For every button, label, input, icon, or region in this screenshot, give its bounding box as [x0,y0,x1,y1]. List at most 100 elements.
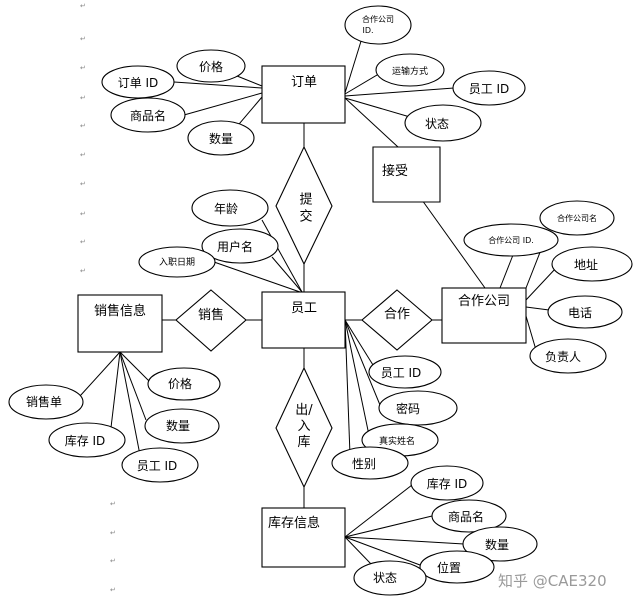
attr-sales-empid-label: 员工 ID [137,459,178,473]
edge-sales-invid [109,351,121,437]
relation-submit-label: 提交 [297,191,313,226]
attr-inventory-location: 位置 [419,550,495,584]
attr-sales-qty-label: 数量 [166,418,190,433]
attr-partner-id: 合作公司 ID. [463,223,559,257]
paragraph-mark: ↵ [110,529,116,537]
attr-employee-hiredate: 入职日期 [138,246,216,278]
watermark: 知乎 @CAE320 [498,572,607,590]
edge-accept-partner [421,199,486,289]
paragraph-mark: ↵ [110,586,116,594]
edge-order-product [183,92,263,116]
attr-inventory-location-label: 位置 [437,560,461,575]
edge-employee-realname [344,319,371,441]
paragraph-mark: ↵ [80,210,86,218]
attr-inventory-qty: 数量 [462,526,538,562]
paragraph-marks: ↵ ↵ ↵ ↵ ↵ ↵ ↵ ↵ ↵ ↵ ↵ ↵ ↵ ↵ [80,2,116,594]
paragraph-mark: ↵ [80,180,86,188]
relation-accept: 接受 [372,146,441,203]
attr-employee-age: 年龄 [191,189,269,227]
attr-partner-manager-label: 负责人 [545,350,581,364]
attr-sales-slip: 销售单 [8,384,84,420]
edge-order-partnerid [344,37,363,94]
relation-sell: 销售 [175,289,247,352]
entity-inventory-label: 库存信息 [268,515,320,531]
attr-inventory-qty-label: 数量 [485,537,509,552]
edge-partner-manager [525,315,537,351]
edge-employee-age [261,219,303,293]
attr-inventory-status: 状态 [353,560,427,596]
attr-employee-age-label: 年龄 [214,202,238,216]
relation-sell-label: 销售 [198,307,224,323]
paragraph-mark: ↵ [80,94,86,102]
edge-employee-username [271,256,303,293]
edge-order-orderid [173,81,263,89]
edge-order-accept [344,97,399,148]
relation-cooperate: 合作 [361,289,433,351]
attr-inventory-invid-label: 库存 ID [427,476,468,491]
attr-inventory-invid: 库存 ID [410,465,484,501]
attr-order-orderid-label: 订单 ID [118,76,159,90]
edge-employee-gender [344,319,351,456]
entity-inventory: 库存信息 [261,507,346,568]
relation-in-out-label-2: 入 [297,419,310,434]
edge-sales-slip [79,351,121,397]
paragraph-mark: ↵ [80,122,86,130]
attr-order-qty-label: 数量 [209,131,233,146]
edge-sales-qty [119,351,147,421]
paragraph-mark: ↵ [80,238,86,246]
relation-in-out-label-1: 出/ [295,403,313,418]
edge-sales-empid [119,351,141,456]
attr-sales-invid: 库存 ID [48,422,126,458]
attr-partner-id-label: 合作公司 ID. [488,235,534,245]
paragraph-mark: ↵ [110,557,116,565]
edge-partner-address [525,267,557,301]
attr-sales-invid-label: 库存 ID [65,433,106,448]
edge-employee-password [344,319,381,406]
entity-sales-info-label: 销售信息 [94,303,146,319]
attr-order-price: 价格 [176,49,246,83]
attr-partner-manager: 负责人 [529,338,607,374]
attr-employee-hiredate-label: 入职日期 [159,257,195,268]
entity-order: 订单 [261,65,346,124]
edge-order-empid [344,87,455,97]
attr-order-status-label: 状态 [425,117,449,131]
relation-accept-label: 接受 [382,163,408,179]
attr-order-qty: 数量 [187,120,255,156]
edge-inventory-product [344,515,433,538]
attr-partner-address-label: 地址 [574,258,598,272]
entity-partner-label: 合作公司 [458,294,510,309]
edge-inventory-location [344,536,421,566]
edge-sales-price [119,351,151,383]
attr-order-shipping-label: 运输方式 [392,65,428,77]
attr-partner-name: 合作公司名 [539,200,615,236]
attr-inventory-product-label: 商品名 [448,509,484,524]
attr-order-partnerid: 合作公司 ID. [344,5,412,45]
attr-sales-price-label: 价格 [168,376,192,391]
attr-order-price-label: 价格 [199,59,223,74]
attr-employee-empid: 员工 ID [368,355,442,389]
entity-sales-info: 销售信息 [77,294,163,353]
paragraph-mark: ↵ [80,64,86,72]
attributes: 订单 ID 价格 商品名 数量 合作公司 ID. 运输方式 员工 ID [8,5,633,596]
edge-inventory-invid [344,484,413,538]
attr-sales-slip-label: 销售单 [26,394,62,409]
attr-order-product-label: 商品名 [130,108,166,123]
attr-employee-username: 用户名 [201,228,279,264]
attr-employee-gender-label: 性别 [352,457,376,471]
attr-sales-price: 价格 [147,367,221,401]
attr-employee-empid-label: 员工 ID [381,366,422,380]
entities: 订单 员工 销售信息 合作公司 库存信息 [77,65,527,568]
attr-order-orderid: 订单 ID [101,65,175,99]
attr-sales-qty: 数量 [144,408,220,444]
relationships: 提交 接受 销售 合作 出/ 入 库 [175,145,441,489]
attr-order-partnerid-label-2: ID. [362,26,373,35]
attr-order-empid-label: 员工 ID [469,82,510,96]
entity-partner: 合作公司 [441,287,527,344]
edge-order-shipping [344,71,383,95]
attr-order-status: 状态 [404,104,482,142]
attr-partner-phone-label: 电话 [568,306,592,320]
entity-employee: 员工 [261,291,346,349]
paragraph-mark: ↵ [80,2,86,10]
relation-in-out: 出/ 入 库 [275,366,333,489]
